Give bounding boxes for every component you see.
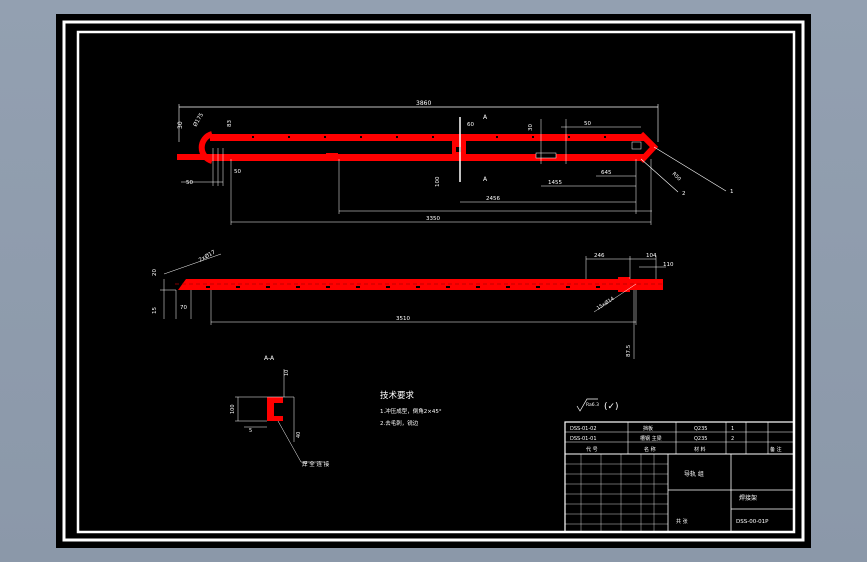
leader-1: 1 bbox=[730, 189, 734, 195]
dim-645: 645 bbox=[601, 170, 612, 176]
header-material: 材 料 bbox=[694, 446, 706, 453]
dim-mid-20: 20 bbox=[152, 269, 158, 276]
section-mark-bottom: A bbox=[483, 176, 488, 183]
header-name: 名 称 bbox=[644, 446, 656, 453]
tech-req-title: 技术要求 bbox=[380, 390, 415, 401]
section-mark-top: A bbox=[483, 114, 488, 121]
part-material-2: Q235 bbox=[694, 436, 707, 442]
dim-top-overall: 3860 bbox=[416, 100, 431, 107]
dim-110: 110 bbox=[663, 262, 674, 268]
part-name-2: 槽钢 主梁 bbox=[640, 435, 662, 442]
inner-border bbox=[76, 30, 796, 534]
section-view: A-A 10 100 5 40 焊 全 连 接 bbox=[230, 355, 330, 468]
dim-right-radius: R50 bbox=[671, 171, 682, 182]
technical-requirements: 技术要求 1.冲压成型，倒角2×45° 2.去毛刺，锐边 bbox=[380, 390, 442, 427]
drawing-number: DSS-00-01P bbox=[736, 519, 769, 525]
part-code-1: DSS-01-02 bbox=[570, 426, 597, 432]
dim-104: 104 bbox=[646, 253, 657, 259]
header-code: 代 号 bbox=[586, 446, 598, 453]
dim-hole-pattern: 15xØ14 bbox=[595, 295, 615, 312]
seq-2: 2 bbox=[731, 436, 734, 442]
dim-2456: 2456 bbox=[486, 196, 500, 202]
surface-roughness: Ra6.3 bbox=[586, 402, 599, 408]
remark-label: 备 注 bbox=[770, 446, 782, 453]
dim-875: 87.5 bbox=[626, 344, 632, 357]
title-block bbox=[564, 421, 795, 533]
weld-note: 焊 全 连 接 bbox=[302, 460, 330, 468]
right-angled-end bbox=[638, 131, 659, 164]
dim-right-small: 30 bbox=[528, 124, 534, 131]
beam-holes bbox=[252, 136, 606, 138]
tech-req-line1: 1.冲压成型，倒角2×45° bbox=[380, 407, 442, 415]
dim-mid-15: 15 bbox=[152, 307, 158, 314]
dim-left-bottom: 50 bbox=[186, 180, 193, 186]
dim-right-50: 50 bbox=[584, 121, 591, 127]
surface-extra: (✓) bbox=[604, 402, 619, 412]
dim-3510: 3510 bbox=[396, 316, 410, 322]
drawing-canvas: 3860 A A bbox=[62, 20, 805, 542]
tech-req-line2: 2.去毛刺，锐边 bbox=[380, 419, 419, 427]
top-view: 3860 A A bbox=[177, 100, 734, 225]
beam-top-rail bbox=[210, 134, 645, 141]
dim-vertical-100: 100 bbox=[435, 176, 441, 187]
dim-246: 246 bbox=[594, 253, 605, 259]
page-count: 共 张 bbox=[676, 518, 688, 525]
front-view-holes bbox=[206, 286, 600, 288]
dim-center-small: 60 bbox=[467, 122, 474, 128]
part-material-1: Q235 bbox=[694, 426, 707, 432]
drawing-sheet[interactable]: 3860 A A bbox=[56, 14, 811, 548]
dim-left-vertical: 30 bbox=[177, 121, 184, 129]
dim-section-right: 40 bbox=[296, 432, 302, 438]
beam-left-extension bbox=[177, 154, 217, 160]
dim-left-bottom2: 50 bbox=[234, 169, 241, 175]
outer-border bbox=[62, 20, 805, 542]
section-title: A-A bbox=[264, 355, 275, 362]
assembly-name: 导轨 组 bbox=[684, 470, 704, 478]
dim-3350: 3350 bbox=[426, 216, 440, 222]
dim-1455: 1455 bbox=[548, 180, 562, 186]
beam-bottom-rail bbox=[210, 154, 645, 161]
drawing-title: 焊接架 bbox=[739, 494, 757, 502]
seq-1: 1 bbox=[731, 426, 734, 432]
part-code-2: DSS-01-01 bbox=[570, 436, 597, 442]
leader-2: 2 bbox=[682, 191, 686, 197]
dim-angle: 2xØ17 bbox=[198, 248, 218, 263]
dim-section-bottom: 5 bbox=[249, 428, 252, 434]
dim-section-top: 10 bbox=[284, 370, 290, 376]
front-view: 2xØ17 20 15 70 246 104 110 bbox=[152, 248, 674, 359]
section-channel-web bbox=[267, 397, 274, 421]
dim-left-slant: Ø175 bbox=[192, 111, 206, 128]
surface-finish-symbol: Ra6.3 (✓) bbox=[576, 398, 619, 412]
title-block-text: DSS-01-02 挡板 Q235 DSS-01-01 槽钢 主梁 Q235 代… bbox=[570, 425, 782, 525]
dim-mid-70: 70 bbox=[180, 305, 187, 311]
front-view-bar bbox=[175, 279, 663, 290]
dim-left-small: 83 bbox=[227, 120, 233, 127]
dim-section-left: 100 bbox=[230, 404, 236, 414]
left-roller-end bbox=[198, 131, 214, 164]
part-name-1: 挡板 bbox=[643, 425, 653, 432]
